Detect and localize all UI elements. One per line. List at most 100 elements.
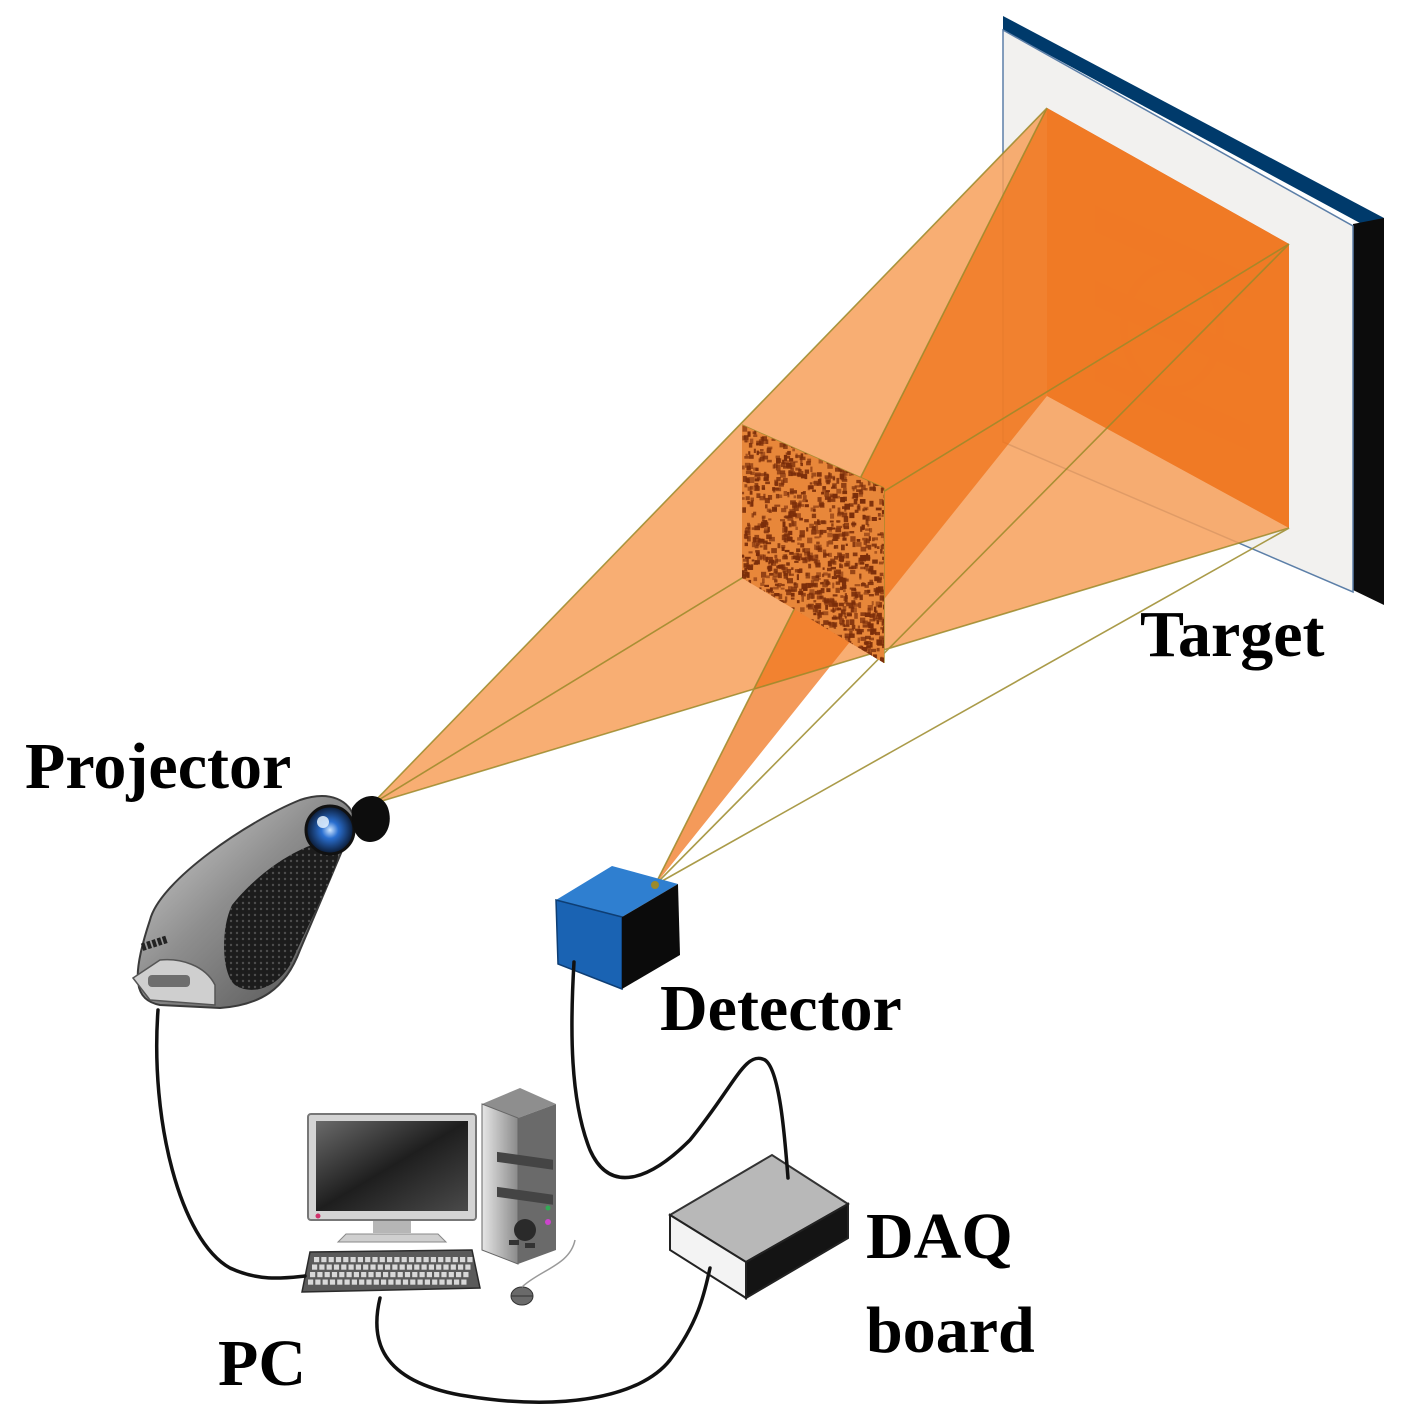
speckle-dot xyxy=(859,482,864,487)
speckle-dot xyxy=(815,524,819,531)
detector-top xyxy=(556,866,678,917)
speckle-dot xyxy=(799,517,803,521)
speckle-dot xyxy=(864,612,871,617)
speckle-dot xyxy=(862,516,866,519)
speckle-dot xyxy=(879,576,882,580)
speckle-dot xyxy=(768,518,772,521)
speckle-dot xyxy=(774,579,778,583)
keyboard-key xyxy=(395,1279,401,1285)
speckle-dot xyxy=(830,513,835,519)
speckle-dot xyxy=(747,565,754,570)
speckle-dot xyxy=(747,431,751,437)
speckle-dot xyxy=(869,500,874,507)
speckle-dot xyxy=(836,525,842,529)
speckle-dot xyxy=(830,498,836,502)
speckle-dot xyxy=(832,594,838,597)
speckle-dot xyxy=(865,539,870,543)
speckle-dot xyxy=(756,450,759,456)
speckle-dot xyxy=(883,662,884,663)
speckle-dot xyxy=(744,440,747,443)
speckle-dot xyxy=(808,555,814,562)
keyboard-key xyxy=(404,1272,411,1278)
speckle-dot xyxy=(797,537,802,541)
speckle-dot xyxy=(860,612,866,616)
keyboard-key xyxy=(390,1272,396,1278)
speckle-dot xyxy=(842,624,845,627)
speckle-dot xyxy=(769,573,774,576)
speckle-dot xyxy=(777,583,782,586)
speckle-dot xyxy=(753,467,758,471)
speckle-dot xyxy=(828,527,832,532)
speckle-dot xyxy=(844,522,849,528)
keyboard-key xyxy=(355,1264,361,1270)
speckle-dot xyxy=(807,604,812,608)
speckle-dot xyxy=(840,610,843,617)
keyboard-key xyxy=(317,1272,323,1278)
speckle-dot xyxy=(797,494,802,499)
keyboard-key xyxy=(454,1279,460,1285)
speckle-dot xyxy=(816,541,820,545)
speckle-dot xyxy=(795,467,801,471)
speckle-dot xyxy=(796,548,801,553)
speckle-dot xyxy=(806,527,809,532)
mouse-cable xyxy=(521,1239,576,1288)
speckle-dot xyxy=(872,612,877,617)
speckle-dot xyxy=(832,622,838,627)
speckle-dot xyxy=(882,510,884,513)
projector-grille xyxy=(224,839,340,990)
speckle-dot xyxy=(882,556,884,560)
speckle-dot xyxy=(763,544,768,550)
speckle-dot xyxy=(752,431,756,435)
speckle-dot xyxy=(835,607,839,611)
speckle-dot xyxy=(743,572,750,578)
keyboard-key xyxy=(368,1272,374,1278)
speckle-dot xyxy=(811,526,815,531)
speckle-dot xyxy=(839,623,846,626)
speckle-dot xyxy=(870,648,877,653)
speckle-dot xyxy=(840,559,844,563)
speckle-dot xyxy=(760,449,764,452)
speckle-dot xyxy=(808,552,813,557)
speckle-dot xyxy=(867,629,872,632)
speckle-dot xyxy=(742,558,748,562)
speckle-dot xyxy=(850,569,856,575)
speckle-dot xyxy=(757,477,761,481)
speckle-dot xyxy=(800,543,805,548)
speckle-dot xyxy=(844,596,848,603)
speckle-dot xyxy=(759,539,765,544)
speckle-dot xyxy=(869,565,874,572)
speckle-dot xyxy=(823,598,830,604)
speckle-dot xyxy=(768,509,772,513)
speckle-dot xyxy=(742,554,744,558)
speckle-dot xyxy=(811,529,817,535)
speckle-dot xyxy=(856,479,861,484)
speckle-dot xyxy=(869,613,875,618)
speckle-dot xyxy=(759,496,766,501)
keyboard-key xyxy=(452,1257,458,1263)
speckle-dot xyxy=(829,508,832,513)
speckle-dot xyxy=(813,509,816,512)
speckle-dot xyxy=(860,566,866,570)
speckle-dot xyxy=(821,491,824,495)
keyboard-key xyxy=(394,1257,400,1263)
speckle-dot xyxy=(804,519,809,523)
speckle-dot xyxy=(843,628,847,631)
speckle-dot xyxy=(774,504,781,507)
speckle-dot xyxy=(808,563,812,569)
speckle-dot xyxy=(746,565,750,569)
speckle-dot xyxy=(883,575,884,579)
speckle-dot xyxy=(878,616,883,620)
speckle-dot xyxy=(808,592,813,595)
speckle-dot xyxy=(835,587,840,593)
speckle-dot xyxy=(840,595,844,598)
keyboard-key xyxy=(375,1272,381,1278)
speckle-dot xyxy=(817,614,820,620)
monitor-icon xyxy=(307,1113,477,1243)
speckle-dot xyxy=(776,470,781,475)
keyboard-key xyxy=(416,1257,422,1263)
speckle-dot xyxy=(839,618,844,625)
speckle-dot xyxy=(879,635,884,639)
speckle-dot xyxy=(776,585,781,588)
speckle-dot xyxy=(843,624,850,628)
speckle-dot xyxy=(856,630,863,635)
